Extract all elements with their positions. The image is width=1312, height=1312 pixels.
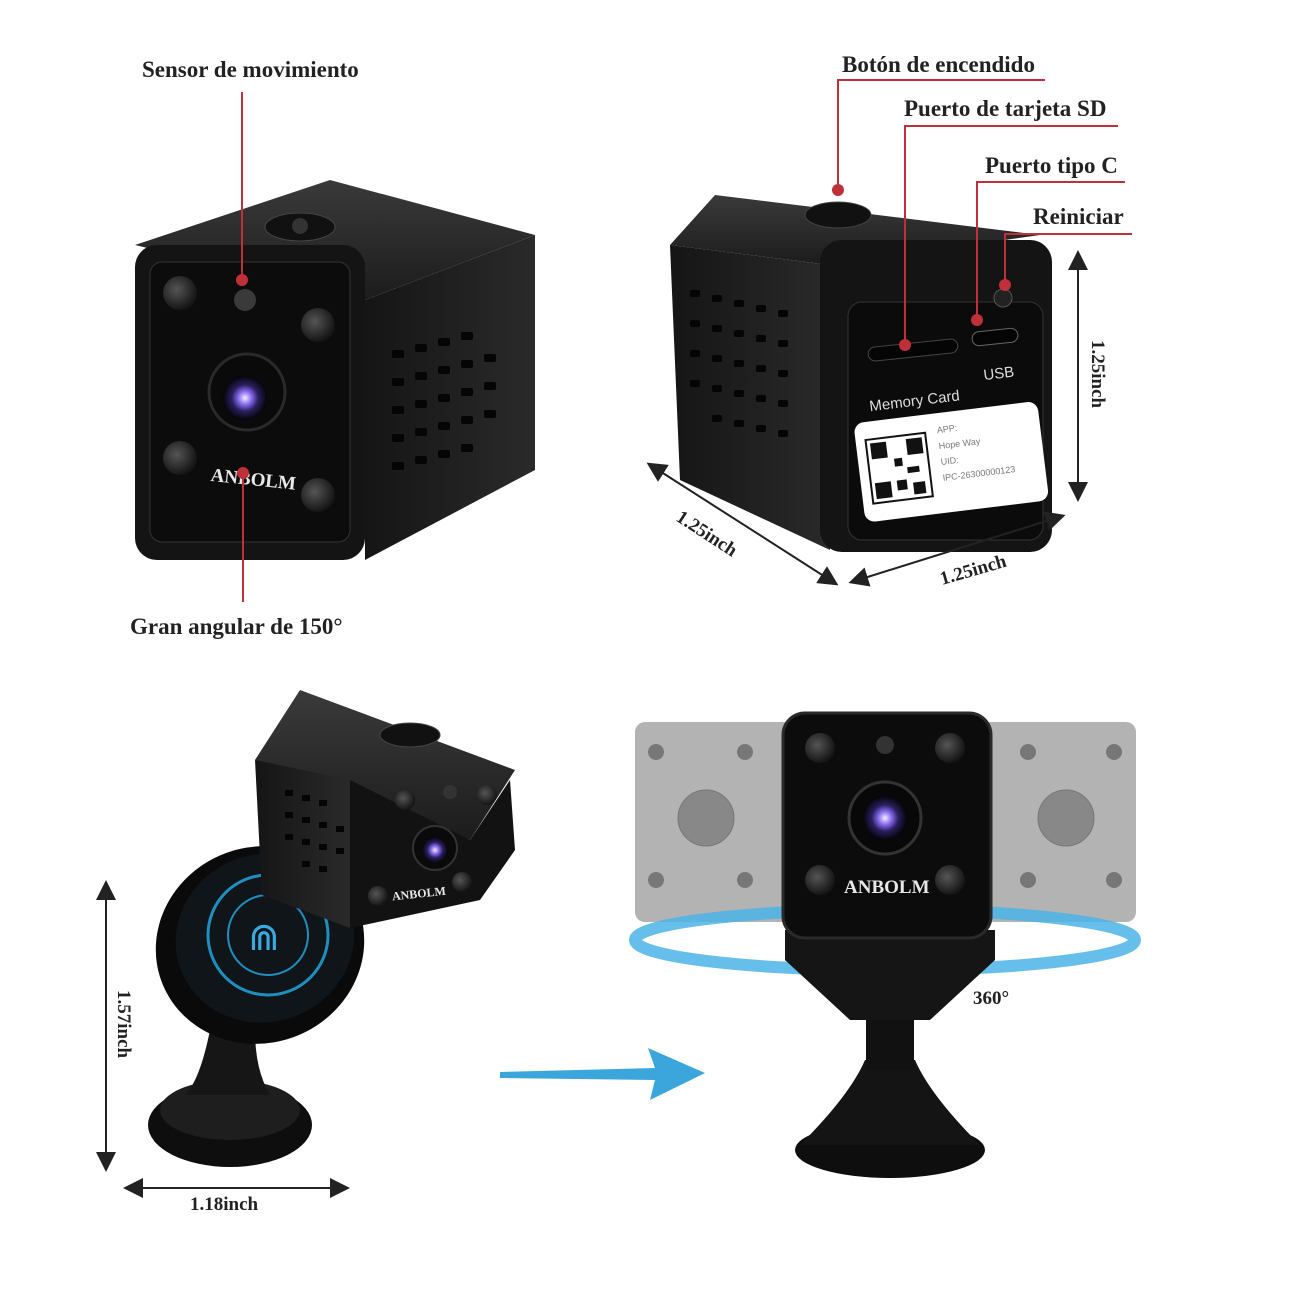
magnetic-mount-view: ⋒ ANBOLM (148, 690, 515, 1167)
callout-sd-port: Puerto de tarjeta SD (899, 96, 1118, 351)
svg-text:ANBOLM: ANBOLM (391, 884, 446, 904)
callout-type-c-port: Puerto tipo C (971, 153, 1125, 326)
usb-c-port (971, 327, 1019, 347)
lens-icon (223, 376, 267, 420)
svg-text:Puerto de tarjeta SD: Puerto de tarjeta SD (904, 96, 1106, 121)
magnet-icon: ⋒ (248, 915, 280, 959)
svg-text:1.25inch: 1.25inch (1087, 340, 1108, 409)
camera-rotation-view: ANBOLM 360° (629, 711, 1141, 1178)
power-button-icon (804, 201, 872, 229)
speaker-grille (392, 332, 496, 470)
svg-text:1.25inch: 1.25inch (672, 507, 741, 562)
svg-text:1.57inch: 1.57inch (113, 990, 134, 1059)
callout-power-button: Botón de encendido (832, 52, 1045, 196)
svg-text:Reiniciar: Reiniciar (1033, 204, 1124, 229)
callout-reset: Reiniciar (999, 204, 1132, 291)
camera-back-view: Memory Card USB APP: Hope Way UID: IPC-2… (670, 195, 1052, 552)
callout-wide-angle: Gran angular de 150° (130, 467, 343, 639)
svg-text:ANBOLM: ANBOLM (844, 877, 930, 898)
svg-text:Sensor de movimiento: Sensor de movimiento (142, 57, 359, 82)
speaker-grille (690, 290, 788, 437)
svg-text:Botón de encendido: Botón de encendido (842, 52, 1035, 77)
sd-slot (867, 338, 959, 362)
svg-text:USB: USB (983, 364, 1016, 385)
dimension-lines-mount: 1.57inch 1.18inch (96, 880, 350, 1215)
svg-text:1.18inch: 1.18inch (190, 1194, 259, 1215)
motion-sensor-icon (234, 289, 256, 311)
arrow-right-icon (500, 1048, 705, 1100)
qr-code-icon (864, 431, 934, 505)
camera-front-view: ANBOLM (135, 180, 535, 560)
svg-text:360°: 360° (973, 988, 1009, 1009)
svg-text:APP:: APP: (936, 423, 958, 435)
svg-text:Puerto tipo C: Puerto tipo C (985, 153, 1118, 178)
callout-motion-sensor: Sensor de movimiento (142, 57, 359, 286)
svg-text:1.25inch: 1.25inch (938, 551, 1010, 590)
reset-button (993, 288, 1013, 308)
svg-text:UID:: UID: (940, 455, 959, 467)
svg-text:Gran angular de 150°: Gran angular de 150° (130, 614, 343, 639)
